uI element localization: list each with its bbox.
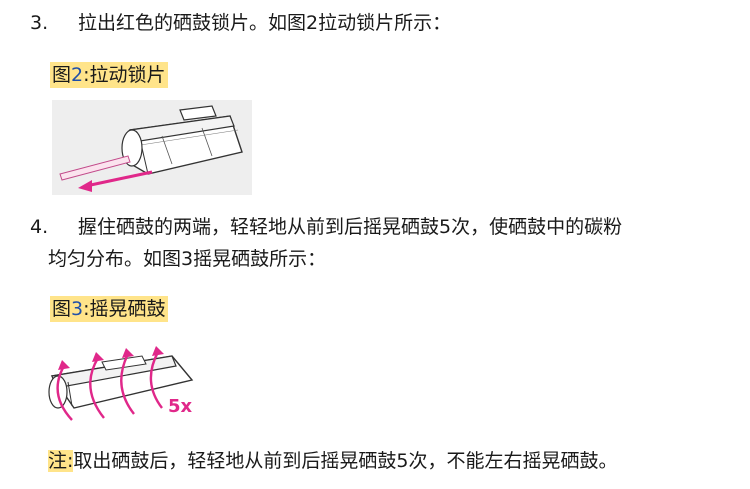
figure-2-illustration xyxy=(52,100,252,195)
step-3: 3. 拉出红色的硒鼓锁片。如图2拉动锁片所示： xyxy=(30,8,730,38)
figure-2-caption: 图2:拉动锁片 xyxy=(50,62,168,88)
step-text: 拉出红色的硒鼓锁片。如图2拉动锁片所示： xyxy=(78,12,452,34)
note-text: 取出硒鼓后，轻轻地从前到后摇晃硒鼓5次，不能左右摇晃硒鼓。 xyxy=(73,450,618,472)
figure-3-caption: 图3:摇晃硒鼓 xyxy=(50,296,168,322)
caption-prefix: 图 xyxy=(52,298,72,320)
caption-colon: : xyxy=(83,298,90,320)
step-4: 4. 握住硒鼓的两端，轻轻地从前到后摇晃硒鼓5次，使硒鼓中的碳粉 均匀分布。如图… xyxy=(30,212,740,276)
cartridge-pull-tab-image xyxy=(52,100,252,195)
caption-prefix: 图 xyxy=(52,64,72,86)
caption-colon: : xyxy=(83,64,90,86)
caption-number: 3 xyxy=(71,298,84,320)
step-number: 3. xyxy=(30,12,49,34)
shake-count-badge: 5x xyxy=(168,396,193,417)
caption-title: 拉动锁片 xyxy=(89,64,166,86)
figure-3-illustration: 5x xyxy=(42,338,202,430)
note-label: 注: xyxy=(48,450,74,472)
step-number: 4. xyxy=(30,216,49,238)
cartridge-shake-image xyxy=(48,346,194,421)
step-text-line-2: 均匀分布。如图3摇晃硒鼓所示： xyxy=(48,248,327,270)
caption-number: 2 xyxy=(71,64,84,86)
caption-title: 摇晃硒鼓 xyxy=(89,298,166,320)
step-text-line-1: 握住硒鼓的两端，轻轻地从前到后摇晃硒鼓5次，使硒鼓中的碳粉 xyxy=(78,216,623,238)
note: 注:取出硒鼓后，轻轻地从前到后摇晃硒鼓5次，不能左右摇晃硒鼓。 xyxy=(48,446,748,476)
